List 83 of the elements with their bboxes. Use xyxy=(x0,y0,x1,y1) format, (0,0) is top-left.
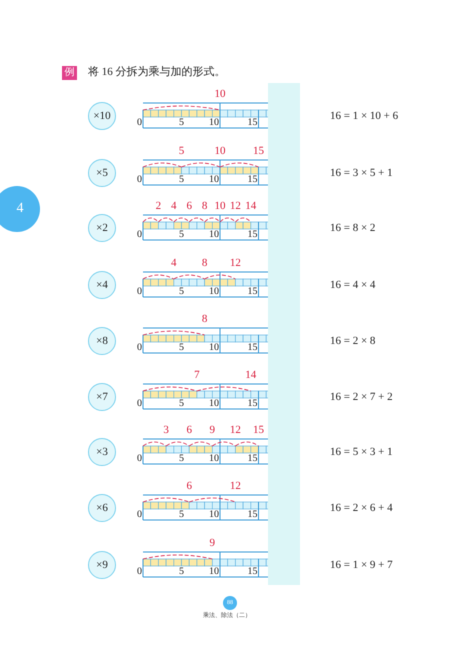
equation: 16 = 5 × 3 + 1 xyxy=(330,445,393,459)
jump-number: 14 xyxy=(244,200,258,212)
jump-number: 12 xyxy=(228,480,242,492)
side-band xyxy=(268,83,300,585)
axis-number: 15 xyxy=(246,566,258,578)
jump-number: 7 xyxy=(193,369,201,381)
axis-number: 10 xyxy=(208,398,219,410)
axis-number: 5 xyxy=(178,453,185,465)
axis-number: 0 xyxy=(136,566,142,578)
equation: 16 = 3 × 5 + 1 xyxy=(330,166,393,180)
axis-number: 5 xyxy=(178,229,185,241)
equation: 16 = 1 × 9 + 7 xyxy=(330,558,393,572)
multiplier-circle: ×7 xyxy=(88,383,116,411)
axis-number: 0 xyxy=(136,286,142,298)
jump-number: 14 xyxy=(244,369,258,381)
axis-number: 10 xyxy=(208,453,219,465)
jump-number: 10 xyxy=(214,88,226,100)
jump-number: 12 xyxy=(228,424,242,436)
equation: 16 = 1 × 10 + 6 xyxy=(330,109,398,123)
jump-number: 2 xyxy=(154,200,162,212)
multiplier-circle: ×9 xyxy=(88,551,116,579)
axis-number: 10 xyxy=(208,286,219,298)
axis-number: 5 xyxy=(178,174,185,186)
multiplier-circle: ×6 xyxy=(88,494,116,522)
multiplier-circle: ×4 xyxy=(88,271,116,299)
jump-number: 6 xyxy=(185,424,193,436)
axis-number: 0 xyxy=(136,174,142,186)
equation: 16 = 8 × 2 xyxy=(330,221,376,235)
jump-number: 15 xyxy=(252,424,265,436)
jump-number: 6 xyxy=(185,480,193,492)
jump-number: 15 xyxy=(252,145,265,157)
jump-number: 9 xyxy=(208,537,216,549)
jump-number: 5 xyxy=(178,145,186,157)
jump-number: 12 xyxy=(228,257,242,269)
axis-number: 10 xyxy=(208,342,219,354)
axis-number: 5 xyxy=(178,117,185,129)
axis-number: 15 xyxy=(246,229,258,241)
axis-number: 10 xyxy=(208,117,219,129)
equation: 16 = 2 × 7 + 2 xyxy=(330,390,393,404)
axis-number: 5 xyxy=(178,286,185,298)
title: 将 16 分拆为乘与加的形式。 xyxy=(88,65,226,79)
equation: 16 = 4 × 4 xyxy=(330,278,376,292)
axis-number: 5 xyxy=(178,566,185,578)
axis-number: 10 xyxy=(208,566,219,578)
axis-number: 0 xyxy=(136,509,142,521)
axis-number: 15 xyxy=(246,342,258,354)
jump-number: 4 xyxy=(170,200,178,212)
jump-number: 8 xyxy=(200,200,208,212)
axis-number: 15 xyxy=(246,286,258,298)
axis-number: 5 xyxy=(178,398,185,410)
jump-number: 4 xyxy=(170,257,178,269)
axis-number: 0 xyxy=(136,398,142,410)
axis-number: 15 xyxy=(246,453,258,465)
axis-number: 5 xyxy=(178,342,185,354)
axis-number: 15 xyxy=(246,117,258,129)
multiplier-circle: ×3 xyxy=(88,438,116,466)
example-badge: 例 xyxy=(62,66,77,80)
axis-number: 0 xyxy=(136,117,142,129)
multiplier-circle: ×10 xyxy=(88,102,116,130)
jump-number: 12 xyxy=(228,200,242,212)
axis-number: 10 xyxy=(208,509,219,521)
axis-number: 10 xyxy=(208,229,219,241)
jump-number: 10 xyxy=(214,200,226,212)
axis-number: 15 xyxy=(246,174,258,186)
multiplier-circle: ×2 xyxy=(88,214,116,242)
axis-number: 5 xyxy=(178,509,185,521)
multiplier-circle: ×8 xyxy=(88,327,116,355)
multiplier-circle: ×5 xyxy=(88,159,116,187)
equation: 16 = 2 × 8 xyxy=(330,334,376,348)
chapter-tab: 4 xyxy=(0,186,40,232)
jump-number: 8 xyxy=(200,257,208,269)
equation: 16 = 2 × 6 + 4 xyxy=(330,501,393,515)
axis-number: 10 xyxy=(208,174,219,186)
axis-number: 0 xyxy=(136,342,142,354)
axis-number: 15 xyxy=(246,509,258,521)
jump-number: 10 xyxy=(214,145,226,157)
jump-number: 3 xyxy=(162,424,170,436)
jump-number: 9 xyxy=(208,424,216,436)
axis-number: 0 xyxy=(136,453,142,465)
axis-number: 0 xyxy=(136,229,142,241)
jump-number: 8 xyxy=(200,313,208,325)
axis-number: 15 xyxy=(246,398,258,410)
jump-number: 6 xyxy=(185,200,193,212)
